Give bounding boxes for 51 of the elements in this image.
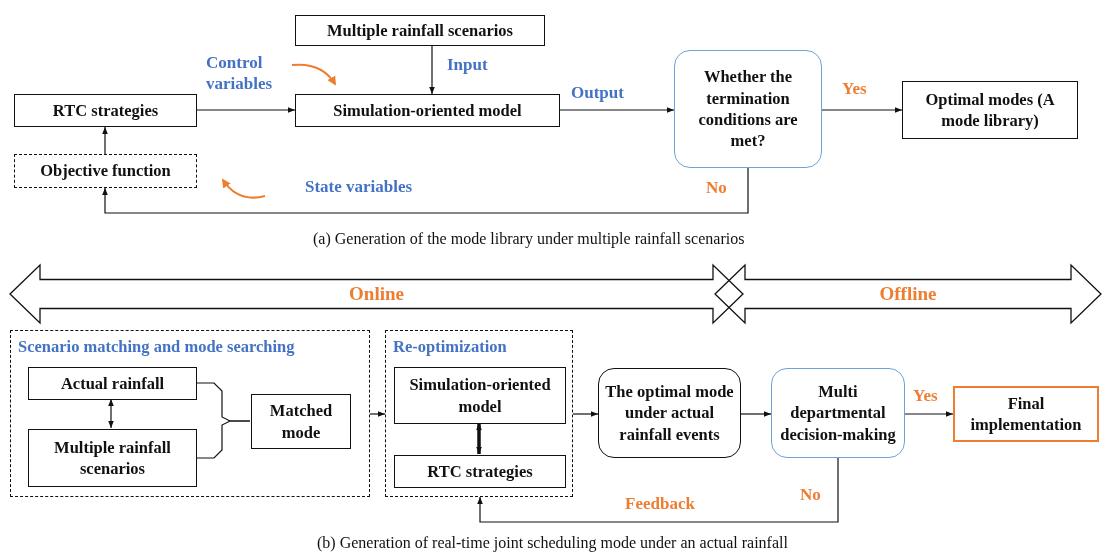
- process-box: [295, 15, 545, 46]
- double-arrow-band: [715, 265, 1101, 323]
- connector-arrow: [102, 167, 749, 214]
- connector-arrow: [572, 411, 599, 417]
- box-label: Simulation-oriented model: [408, 374, 552, 417]
- process-box: [28, 367, 197, 400]
- dashed-box: [14, 154, 197, 188]
- box-label: Whether the termination conditions are met?: [697, 66, 799, 152]
- band-label: Online: [349, 283, 404, 305]
- box-label: Objective function: [39, 160, 172, 182]
- dashed-group-box: [385, 330, 573, 497]
- box-label: RTC strategies: [426, 460, 534, 483]
- group-title: Scenario matching and mode searching: [18, 337, 295, 357]
- process-box: [14, 94, 197, 127]
- connector-arrow: [559, 107, 675, 113]
- dashed-group-box: [10, 330, 370, 497]
- rounded-box: [598, 368, 741, 458]
- box-label: Optimal modes (A mode library): [924, 88, 1056, 132]
- process-box: [394, 367, 566, 424]
- caption: (a) Generation of the mode library under multiple rainfall scenarios: [313, 230, 745, 248]
- box-label: The optimal mode under actual rainfall events: [604, 380, 735, 446]
- decision-box: [771, 368, 905, 458]
- process-box: [394, 455, 566, 488]
- connector-arrow: [476, 423, 482, 454]
- group-title: Re-optimization: [393, 337, 507, 357]
- process-box: [295, 94, 560, 127]
- box-label: Matched mode: [268, 400, 334, 443]
- process-box: [251, 394, 351, 449]
- box-label: Simulation-oriented model: [332, 99, 523, 122]
- connector-arrow: [196, 107, 296, 113]
- box-label: Multi departmental decision-making: [779, 380, 897, 446]
- connector-arrow: [369, 411, 386, 417]
- box-label: Final implementation: [969, 392, 1083, 436]
- connector-arrow: [477, 457, 839, 523]
- double-arrow-band: [10, 265, 743, 323]
- box-label: Multiple rainfall scenarios: [53, 436, 172, 480]
- box-label: Multiple rainfall scenarios: [325, 19, 515, 42]
- process-box: [902, 81, 1078, 139]
- box-label: RTC strategies: [51, 99, 160, 122]
- connector-arrow: [108, 398, 114, 429]
- connector-arrow: [821, 107, 903, 113]
- connector-arrow: [740, 411, 772, 417]
- band-label: Offline: [879, 283, 937, 305]
- process-box: [28, 429, 197, 487]
- decision-box: [674, 50, 822, 168]
- connector-arrow: [102, 126, 108, 155]
- connector-arrow: [904, 411, 954, 417]
- connector-arrow: [429, 45, 435, 95]
- result-box: [953, 386, 1099, 442]
- caption: (b) Generation of real-time joint scheduling mode under an actual rainfall: [317, 534, 788, 552]
- box-label: Actual rainfall: [59, 372, 166, 395]
